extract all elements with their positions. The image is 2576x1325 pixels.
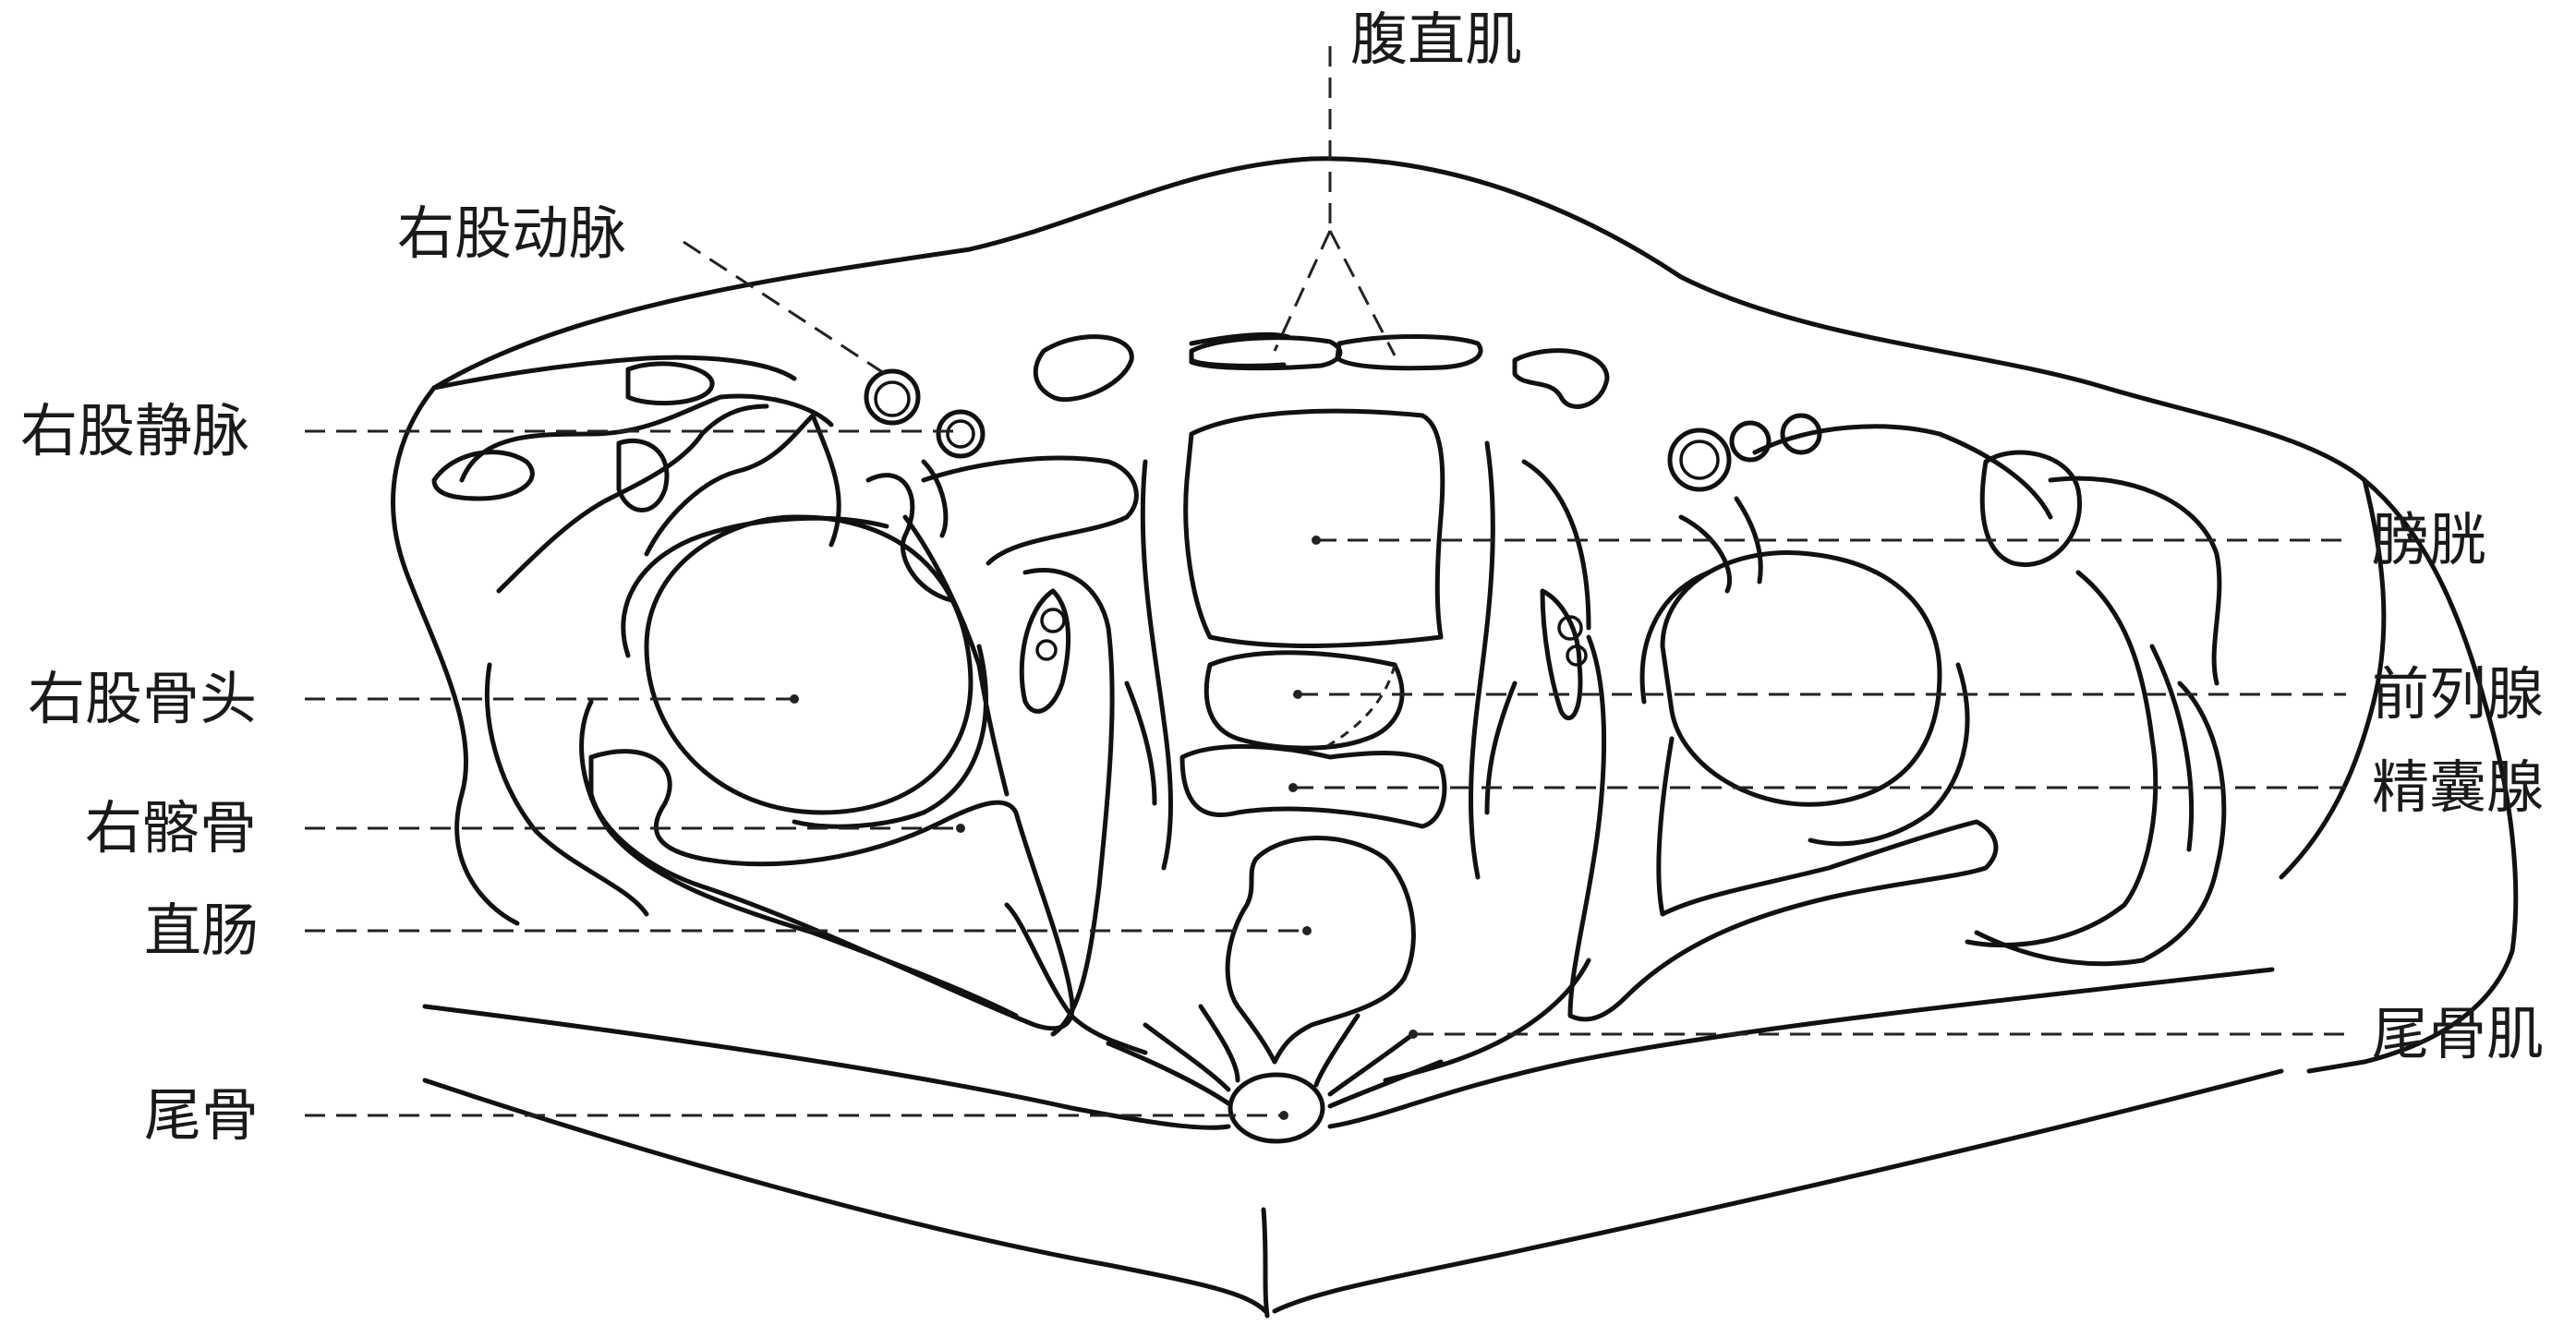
coccygeus-leader-dot [1409,1030,1418,1039]
label-right-ischium: 右髂骨 [85,800,257,857]
right-obturator-vessel [1042,609,1064,632]
coccygeal-fibers-left [1108,1006,1238,1103]
label-bladder: 膀胱 [2372,512,2486,569]
rectum-shape [1228,838,1413,1063]
body-outline-left [393,388,517,923]
label-coccyx: 尾骨 [144,1087,259,1144]
right-ischium-leader-dot [956,824,965,833]
label-seminal-vesicle: 精囊腺 [2372,759,2544,816]
label-rectus-abdominis: 腹直肌 [1350,11,1522,68]
label-prostate: 前列腺 [2372,666,2544,723]
label-right-femoral-vein: 右股静脉 [20,403,249,460]
left-obturator-internus [1524,462,1589,718]
right-femoral-vein-shape [938,412,983,456]
buttock-fold-left [425,1006,1228,1127]
label-right-femoral-artery: 右股动脉 [397,205,626,262]
lower-outer-contour [425,1071,2281,1311]
right-obturator-canal [1022,591,1068,711]
coccyx-shape [1230,1075,1323,1141]
coccyx-leader-dot [1279,1111,1288,1120]
prostate-dotted-margin [1321,665,1395,750]
left-femoral-vessel-1-inner [1681,441,1718,478]
right-femoral-artery-inner [876,382,909,416]
prostate-shape [1206,653,1402,748]
seminal-vesicle-leader-dot [1288,783,1298,792]
pelvic-fascia-right [1471,443,1516,877]
right-ischium-shape [591,752,1072,1029]
rectum-leader-dot [1302,926,1312,935]
right-inguinal-lobule [434,452,532,499]
right-femoral-head-shape [647,517,971,813]
right-iliac-wing [487,665,647,914]
coccygeal-fibers-right [1316,1016,1441,1106]
pelvic-fascia-left [1127,462,1171,868]
right-sartorius [619,440,667,510]
prostate-leader-dot [1293,690,1302,699]
left-femoral-vessel-2 [1732,423,1769,460]
right-inguinal-soft-tissue [434,357,831,480]
label-rectum: 直肠 [144,902,259,959]
label-coccygeus: 尾骨肌 [2372,1006,2544,1063]
natal-cleft [1264,1210,1267,1316]
right-obturator-nerve [1037,641,1056,659]
bladder-shape [1186,411,1443,645]
right-levator-ani [1007,905,1145,1053]
label-right-femoral-head: 右股骨头 [28,670,257,728]
rectus-abdominis-leader-left [1275,231,1330,351]
buttock-fold-right [1330,970,2272,1126]
left-femoral-head-shape [1663,552,1940,804]
right-femoral-head-leader-dot [790,694,799,704]
oblique-right [1515,351,1607,407]
rectus-abdominis-right [1337,337,1481,368]
right-femoral-vein-inner [948,421,974,447]
body-outline [434,159,2516,1071]
right-hip-muscle [905,458,1136,794]
oblique-left [1035,337,1131,400]
left-femoral-vessel-1 [1670,430,1729,489]
bladder-leader-dot [1312,536,1321,545]
